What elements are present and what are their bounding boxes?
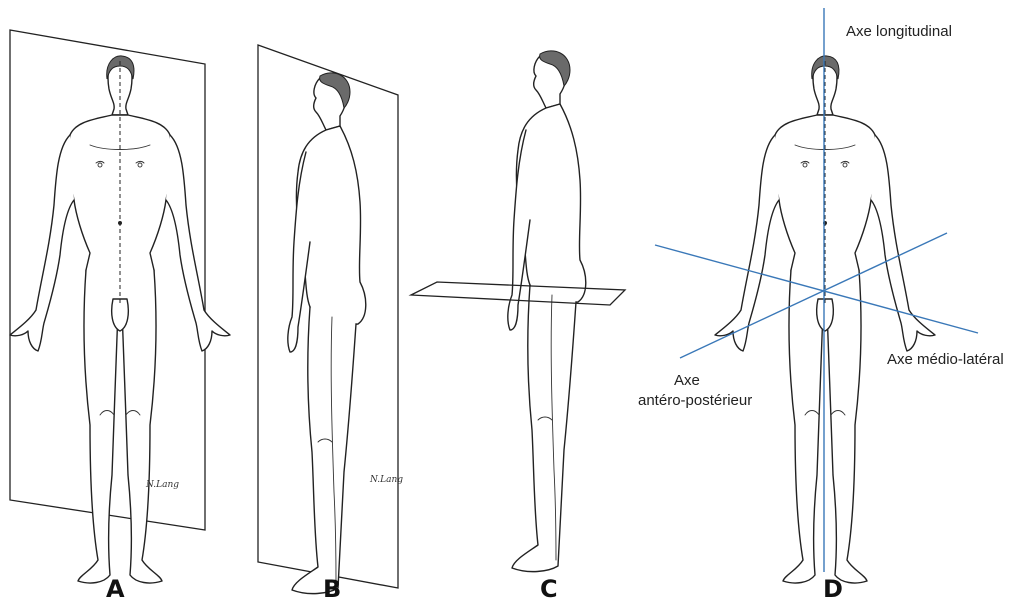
antero-posterior-axis-label-line2: antéro-postérieur xyxy=(638,392,752,409)
panel-label-c: C xyxy=(540,575,558,603)
artist-signature-b: N.Lang xyxy=(369,475,403,485)
longitudinal-axis-label: Axe longitudinal xyxy=(846,23,952,40)
front-figure-a xyxy=(10,56,230,583)
panel-b: N.Lang B xyxy=(258,45,403,603)
medio-lateral-axis-label: Axe médio-latéral xyxy=(887,351,1004,368)
artist-signature-a: N.Lang xyxy=(145,480,179,490)
panel-label-b: B xyxy=(323,575,341,603)
panel-d: Axe longitudinal Axe médio-latéral Axe a… xyxy=(638,8,1004,603)
antero-posterior-axis-label-line1: Axe xyxy=(674,372,700,389)
side-figure-b xyxy=(288,73,366,594)
front-figure-d xyxy=(715,56,935,583)
panel-label-d: D xyxy=(823,575,843,603)
panel-c: C xyxy=(411,51,625,603)
side-figure-c xyxy=(508,51,586,572)
panel-label-a: A xyxy=(106,575,125,603)
panel-a: N.Lang A xyxy=(10,30,230,603)
